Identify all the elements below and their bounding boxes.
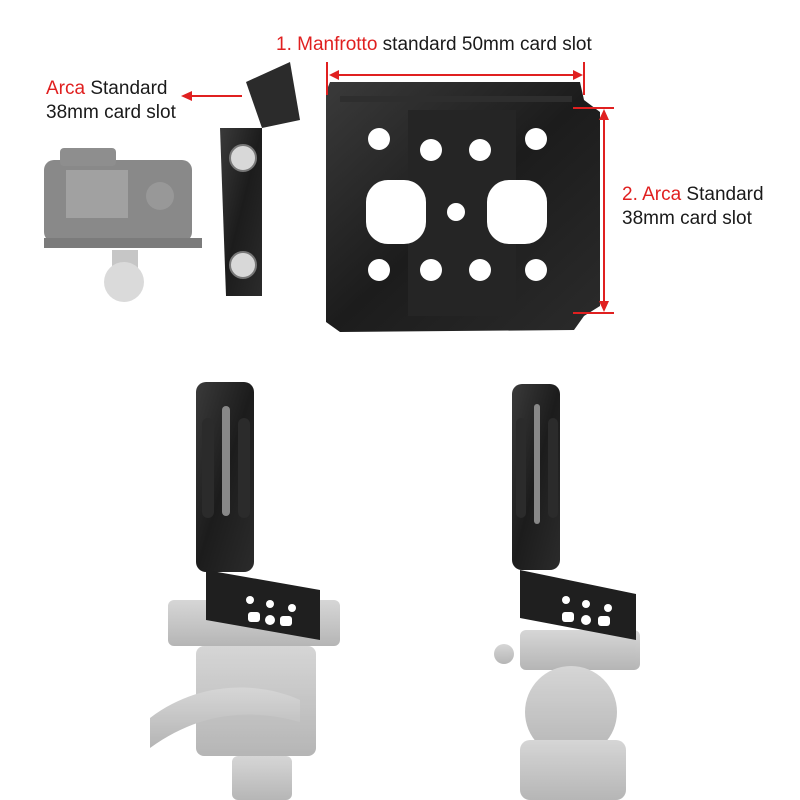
- arca-side-slot-label: Arca Standard 38mm card slot: [46, 77, 176, 125]
- manfrotto-slot-label-prefix: 1. Manfrotto: [276, 34, 378, 55]
- dimension-arrows: [181, 62, 614, 314]
- camera-inset: [44, 148, 202, 302]
- arca-bottom-slot-label: 2. Arca Standard 38mm card slot: [622, 183, 764, 231]
- arca-side-slot-line1: Arca Standard: [46, 77, 176, 101]
- manfrotto-slot-label-text: standard 50mm card slot: [377, 34, 592, 55]
- arca-bottom-slot-line2: 38mm card slot: [622, 208, 752, 229]
- bracket-on-ball-head: [494, 384, 640, 800]
- arca-bottom-slot-text: Standard: [681, 184, 764, 205]
- bracket-plate-top: [220, 62, 600, 332]
- arca-side-slot-prefix: Arca: [46, 78, 86, 99]
- arca-side-slot-line2: 38mm card slot: [46, 102, 176, 123]
- arca-side-slot-text: Standard: [85, 78, 168, 99]
- manfrotto-slot-label: 1. Manfrotto standard 50mm card slot: [276, 33, 592, 57]
- arca-bottom-slot-prefix: 2. Arca: [622, 184, 682, 205]
- arca-bottom-slot-line1: 2. Arca Standard: [622, 183, 764, 207]
- bracket-on-video-head: [150, 382, 340, 800]
